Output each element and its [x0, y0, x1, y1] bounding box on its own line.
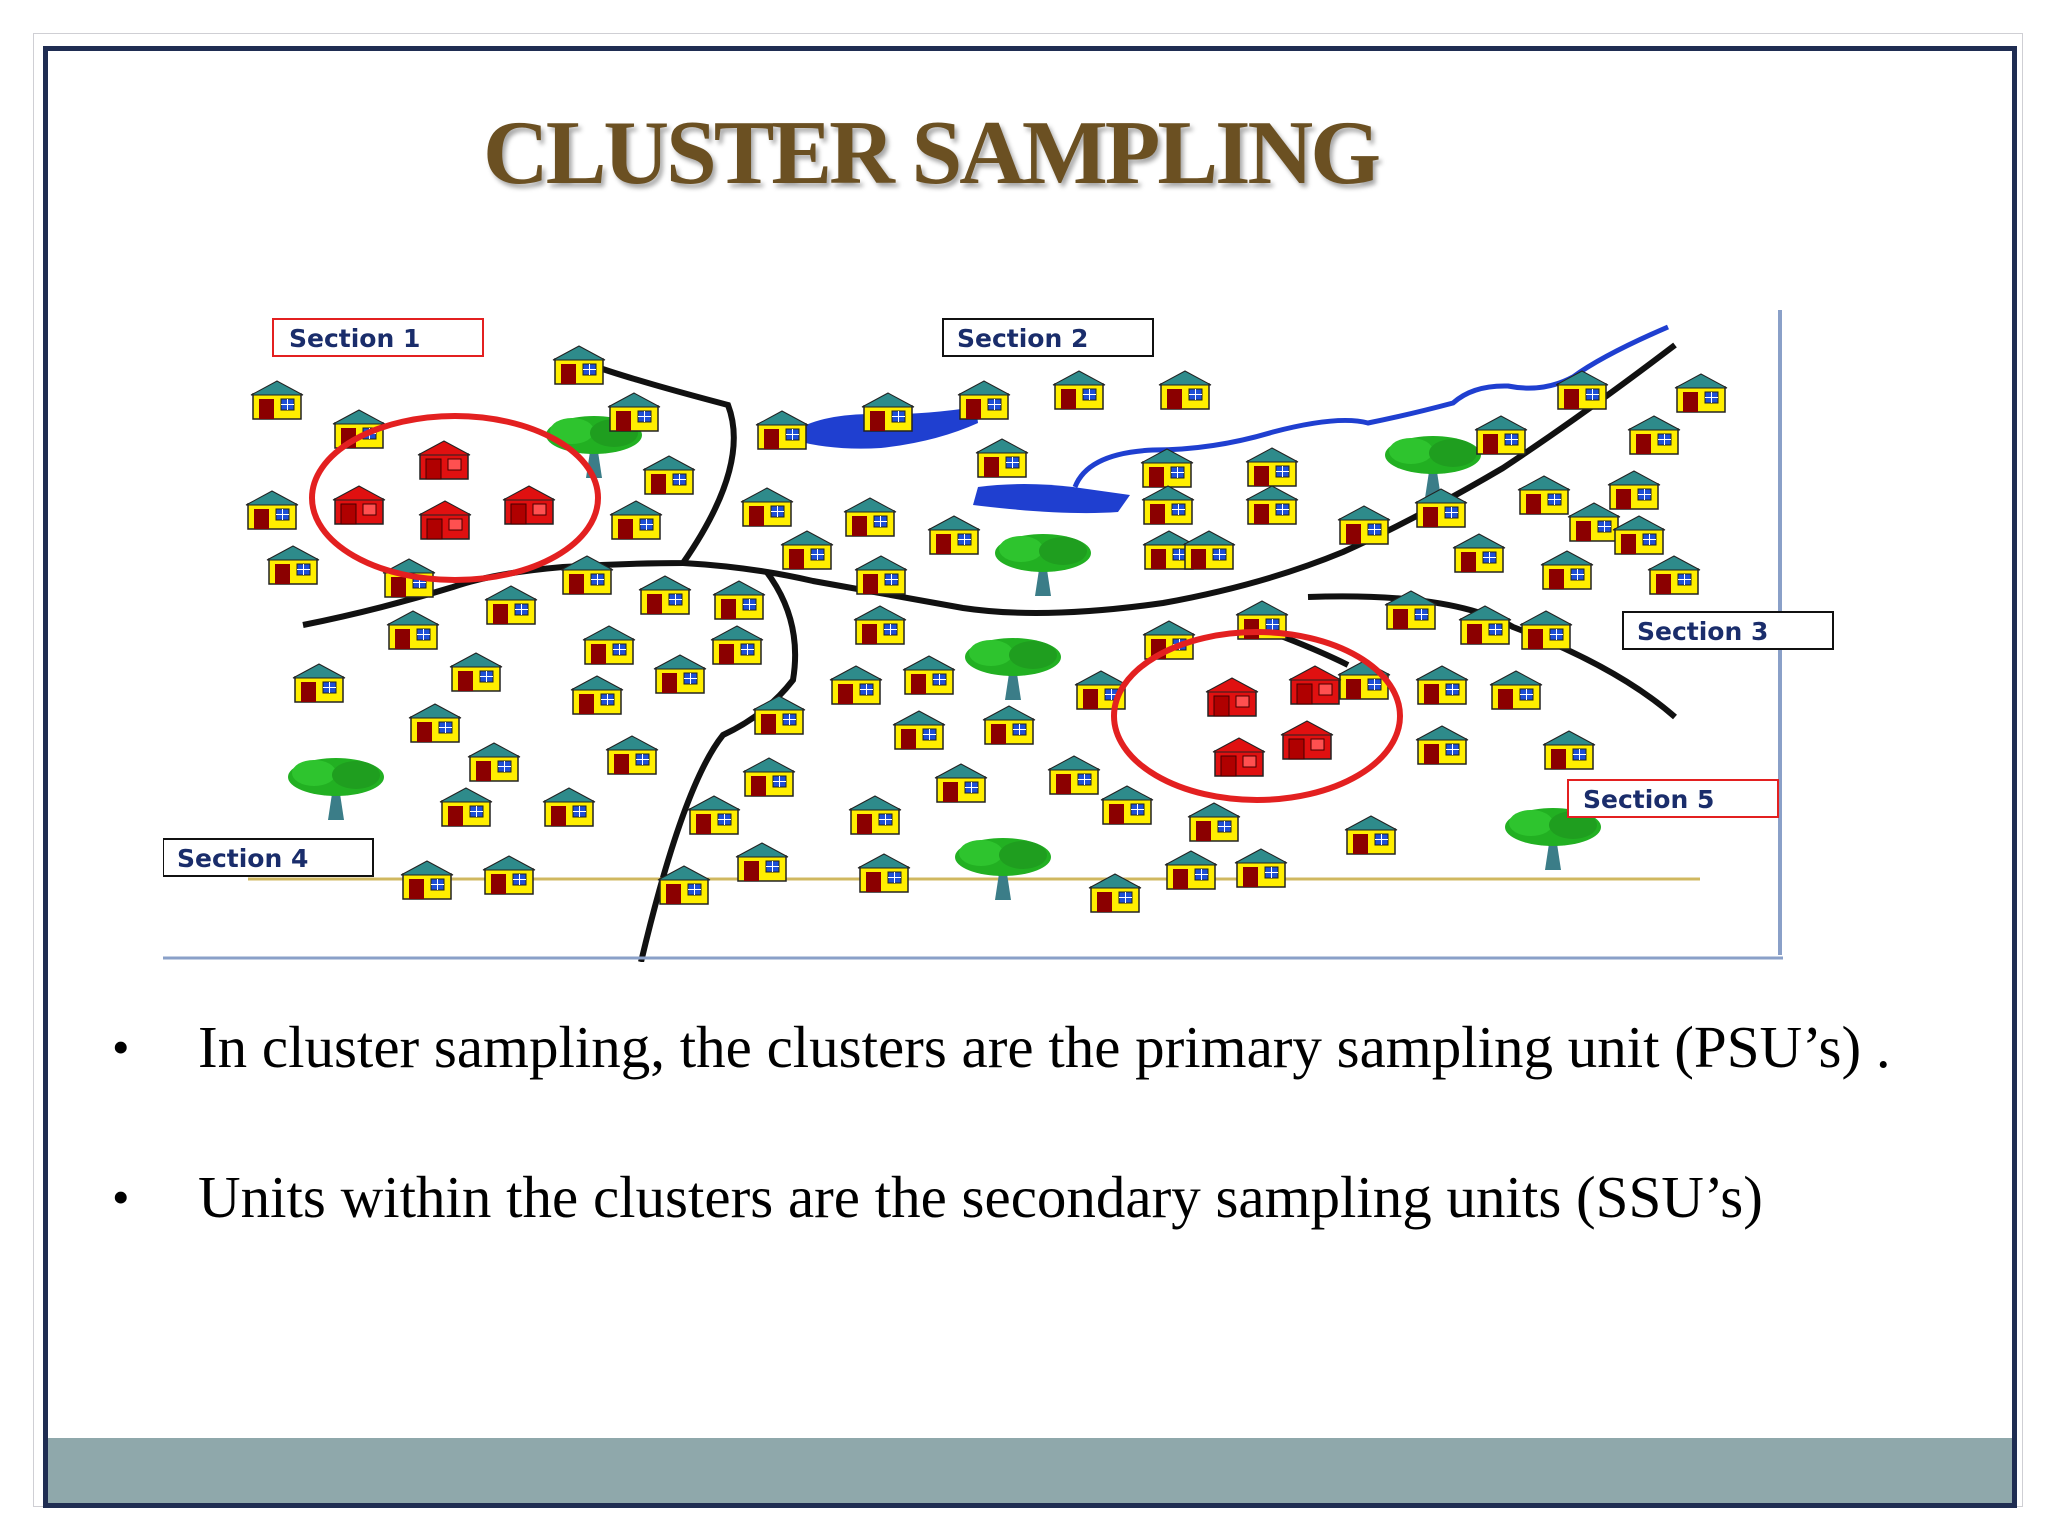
bullet-text: Units within the clusters are the second… [198, 1164, 1763, 1230]
svg-text:Section 2: Section 2 [957, 324, 1088, 353]
bullet-dot: • [112, 1169, 130, 1225]
section-label-3: Section 3 [1622, 611, 1834, 650]
bullet-item: • Units within the clusters are the seco… [108, 1160, 1893, 1235]
svg-text:Section 5: Section 5 [1583, 785, 1714, 814]
svg-text:Section 1: Section 1 [289, 324, 420, 353]
svg-text:Section 4: Section 4 [177, 844, 308, 873]
tree-icon [963, 636, 1063, 702]
lake-shape [973, 484, 1130, 514]
cluster-circle-2 [1111, 629, 1403, 803]
footer-band [48, 1438, 2012, 1503]
map-svg: Section 1 Section 2 Section 3 Section 4 … [163, 310, 1834, 962]
tree-icon [993, 532, 1093, 598]
section-label-4: Section 4 [163, 838, 374, 877]
bullet-item: • In cluster sampling, the clusters are … [108, 1010, 1893, 1085]
slide-title: CLUSTER SAMPLING [482, 102, 1381, 203]
section-label-1: Section 1 [272, 318, 484, 357]
bullet-list: • In cluster sampling, the clusters are … [108, 1010, 1893, 1310]
cluster-circle-1 [309, 413, 601, 583]
bullet-text: In cluster sampling, the clusters are th… [198, 1014, 1891, 1080]
svg-text:Section 3: Section 3 [1637, 617, 1768, 646]
section-label-2: Section 2 [942, 318, 1154, 357]
cluster-map-diagram: Section 1 Section 2 Section 3 Section 4 … [163, 305, 1845, 962]
bullet-dot: • [112, 1019, 130, 1075]
tree-icon [286, 756, 386, 822]
sampled-houses [332, 440, 1342, 777]
tree-icon [953, 836, 1053, 902]
section-label-5: Section 5 [1567, 779, 1779, 818]
houses [245, 345, 1728, 913]
